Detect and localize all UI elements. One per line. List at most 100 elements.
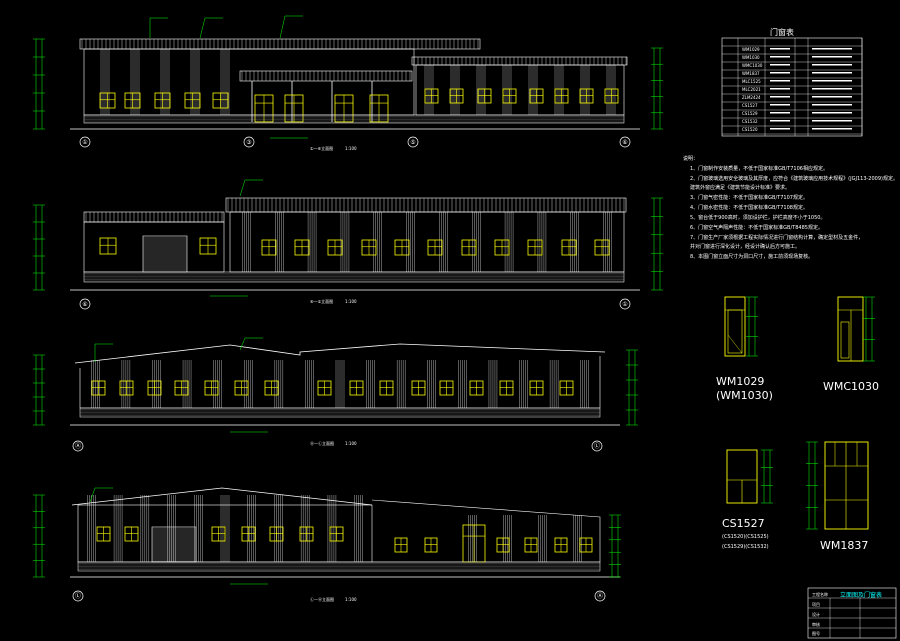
detail-label-wm1029: WM1029 bbox=[716, 375, 764, 388]
axis-bubble bbox=[79, 298, 91, 310]
schedule-cell-text bbox=[770, 64, 790, 66]
parapet bbox=[225, 197, 627, 213]
schedule-code: WM1029 bbox=[742, 47, 760, 52]
schedule-codes: WM1029 WM1030 WMC1030 WM1837 MLC1525 MLC… bbox=[742, 47, 763, 132]
leader-line bbox=[239, 337, 246, 351]
axis-bubble bbox=[72, 590, 84, 602]
axis-bubble bbox=[619, 298, 631, 310]
schedule-code: CS1527 bbox=[742, 103, 758, 108]
schedule-code: MLC1525 bbox=[742, 79, 761, 84]
wall bbox=[83, 48, 415, 116]
detail-sublabel-cs1529: (CS1529)(CS1532) bbox=[722, 544, 769, 550]
tb-row-label: 审核 bbox=[812, 621, 820, 627]
note-line: 1、门窗制作安装质量，不低于国家标准GB/T7106相应规定。 bbox=[690, 165, 828, 172]
note-line: 并对门窗进行深化设计，经设计确认后方可施工。 bbox=[690, 243, 800, 250]
detail-opening bbox=[727, 334, 743, 354]
detail-label-wmc1030: WMC1030 bbox=[823, 380, 879, 393]
detail-label-cs1527: CS1527 bbox=[722, 517, 765, 530]
schedule-code: CS1529 bbox=[742, 111, 758, 116]
wall bbox=[83, 221, 225, 273]
leader-line bbox=[199, 17, 206, 39]
window-details: WM1029 (WM1030) WMC1030 CS1527 (CS1520)(… bbox=[716, 296, 879, 552]
schedule-cell-text bbox=[812, 72, 852, 74]
axis-label: Ⓐ bbox=[597, 592, 603, 600]
axis-label: Ⓛ bbox=[75, 592, 81, 600]
note-line: 8、本图门窗立面尺寸为洞口尺寸，施工前须现场复核。 bbox=[690, 253, 813, 260]
elevation-scale: 1:100 bbox=[345, 299, 357, 304]
axis-label: Ⓛ bbox=[594, 442, 600, 450]
low-wing-outline bbox=[371, 499, 601, 563]
axis-label: ⑥ bbox=[82, 301, 87, 308]
note-line: 建筑外窗应满足《建筑节能设计标准》要求。 bbox=[690, 184, 790, 191]
tb-row-label: 图号 bbox=[812, 630, 820, 636]
elevation-1 bbox=[33, 15, 663, 139]
leader-line bbox=[89, 487, 96, 503]
schedule-cell-text bbox=[812, 80, 852, 82]
elevation-title: ①—⑥立面图 bbox=[310, 145, 333, 151]
notes-heading: 说明： bbox=[683, 155, 698, 162]
schedule-code: MLC2021 bbox=[742, 87, 761, 92]
title-block: 立面图及门窗表 工程名称 项目 设计 审核 图号 bbox=[807, 587, 897, 639]
schedule-cell-text bbox=[770, 72, 790, 74]
schedule-cell-text bbox=[770, 96, 790, 98]
note-line: 3、门窗气密性能：不低于国家标准GB/T7107规定。 bbox=[690, 194, 808, 201]
elevation-title: ⑥—①立面图 bbox=[310, 298, 333, 304]
roof-line bbox=[71, 487, 373, 506]
leader-line bbox=[239, 179, 246, 197]
schedule-title: 门窗表 bbox=[770, 27, 794, 37]
schedule-cell-text bbox=[812, 64, 852, 66]
schedule-cell-text bbox=[812, 120, 852, 122]
elevation-scale: 1:100 bbox=[345, 441, 357, 446]
schedule-code: CS1532 bbox=[742, 119, 758, 124]
detail-window bbox=[824, 441, 869, 530]
detail-sublabel-cs1520: (CS1520)(CS1525) bbox=[722, 534, 769, 540]
detail-sash bbox=[840, 321, 850, 359]
schedule-cell-text bbox=[770, 88, 790, 90]
window-detail-shapes bbox=[724, 296, 875, 530]
schedule-cell-text bbox=[812, 56, 852, 58]
axis-bubble bbox=[407, 136, 419, 148]
axis-label: ① bbox=[82, 139, 87, 146]
parapet bbox=[79, 38, 481, 50]
drawing-name: 立面图及门窗表 bbox=[840, 591, 882, 599]
axis-bubble bbox=[619, 136, 631, 148]
schedule-code: ZLM2424 bbox=[742, 95, 761, 100]
wall bbox=[229, 211, 625, 273]
note-line: 5、窗台低于900高时，须加设护栏，护栏高度不小于1050。 bbox=[690, 214, 825, 221]
detail-window bbox=[837, 296, 864, 362]
schedule-cell-text bbox=[770, 128, 790, 130]
schedule-code: WMC1030 bbox=[742, 63, 763, 68]
note-line: 2、门窗玻璃选用安全玻璃及其厚度，应符合《建筑玻璃应用技术规程》(JGJ113-… bbox=[690, 175, 898, 182]
schedule-code: WM1837 bbox=[742, 71, 760, 76]
tb-row-label: 设计 bbox=[812, 611, 820, 617]
detail-label-wm1837: WM1837 bbox=[820, 539, 868, 552]
schedule-cell-text bbox=[770, 80, 790, 82]
title-block-frame bbox=[807, 587, 897, 639]
schedule-cell-text bbox=[812, 104, 852, 106]
title-block-grid bbox=[808, 597, 896, 638]
axis-label: ① bbox=[622, 301, 627, 308]
schedule-code: CS1520 bbox=[742, 127, 758, 132]
schedule-cell-text bbox=[812, 88, 852, 90]
leader-line bbox=[279, 15, 286, 39]
design-notes: 说明： 1、门窗制作安装质量，不低于国家标准GB/T7106相应规定。 2、门窗… bbox=[683, 155, 898, 260]
axis-label: Ⓐ bbox=[75, 442, 81, 450]
plinth bbox=[83, 114, 625, 124]
schedule-cell-text bbox=[812, 128, 852, 130]
axis-label: ⑤ bbox=[410, 139, 415, 146]
tb-row-label: 工程名称 bbox=[812, 591, 828, 597]
axis-bubble bbox=[594, 590, 606, 602]
axis-bubble bbox=[72, 440, 84, 452]
detail-sash bbox=[727, 309, 743, 354]
schedule-grid bbox=[721, 37, 863, 137]
axis-bubble bbox=[591, 440, 603, 452]
schedule-cell-text bbox=[770, 104, 790, 106]
schedule-cell-text bbox=[770, 112, 790, 114]
note-line: 6、门窗空气声隔声性能：不低于国家标准GB/T8485规定。 bbox=[690, 224, 823, 231]
schedule-cell-text bbox=[770, 48, 790, 50]
axis-label: ⑥ bbox=[622, 139, 627, 146]
door-window-schedule: 门窗表 WM1029 WM1030 WMC1030 WM1837 MLC1525… bbox=[721, 27, 863, 137]
schedule-cell-text bbox=[812, 48, 852, 50]
elevation-4 bbox=[33, 487, 621, 585]
